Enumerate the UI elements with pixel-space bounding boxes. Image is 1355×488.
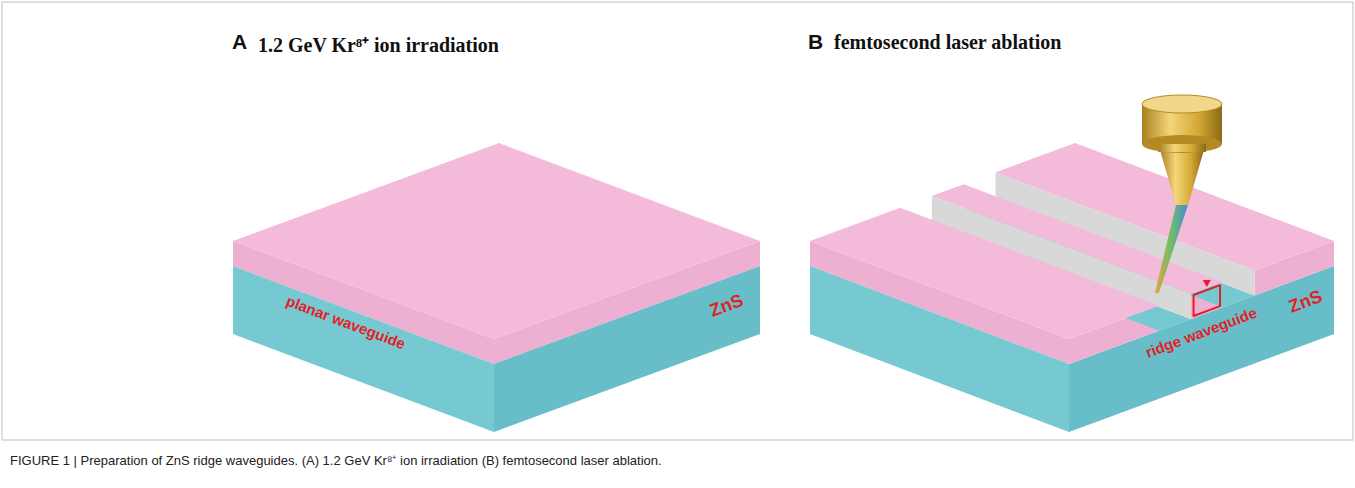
panel-letter: A — [232, 30, 247, 54]
panel-title: 1.2 GeV Kr⁸⁺ ion irradiation — [258, 31, 499, 58]
objective-rim — [1142, 135, 1222, 153]
planar-waveguide-block — [233, 143, 760, 432]
ridge-waveguide-block — [810, 143, 1334, 432]
laser-objective — [1142, 95, 1222, 293]
objective-cone — [1160, 150, 1204, 205]
marker-arrow — [1203, 280, 1211, 287]
laser-beam — [1155, 205, 1188, 293]
objective-top — [1142, 95, 1222, 113]
panel-letter: B — [808, 30, 823, 54]
panel-title: femtosecond laser ablation — [834, 31, 1061, 54]
ridge-top — [810, 208, 1159, 339]
figure-frame — [2, 2, 1353, 440]
waveguide-cross-section — [1194, 285, 1221, 316]
figure-caption: FIGURE 1 | Preparation of ZnS ridge wave… — [10, 451, 662, 469]
objective-neck — [1158, 144, 1206, 152]
